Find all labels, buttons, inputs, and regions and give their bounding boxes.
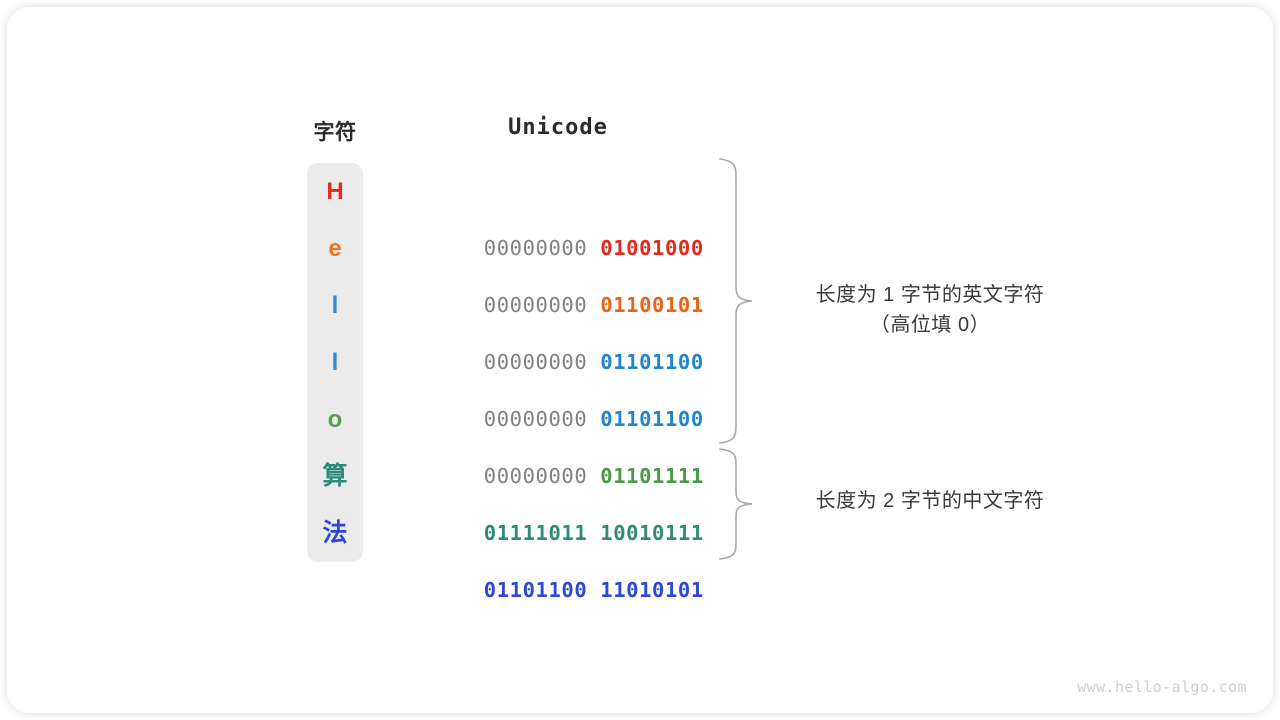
binary-row: 00000000 01001000 bbox=[432, 163, 703, 260]
column-header-unicode: Unicode bbox=[508, 115, 608, 140]
binary-high-byte: 00000000 bbox=[483, 464, 588, 488]
binary-low-byte: 01101100 bbox=[600, 407, 704, 431]
binary-high-byte: 00000000 bbox=[483, 350, 588, 374]
character-cell: o bbox=[327, 406, 343, 433]
binary-high-byte: 01111011 bbox=[483, 521, 588, 545]
binary-high-byte: 00000000 bbox=[483, 407, 588, 431]
character-cell: 法 bbox=[322, 519, 348, 547]
binary-low-byte: 11010101 bbox=[600, 578, 704, 602]
character-cell: l bbox=[331, 292, 339, 319]
annotation-ascii-line2: （高位填 0） bbox=[869, 314, 991, 336]
annotation-ascii: 长度为 1 字节的英文字符 （高位填 0） bbox=[760, 280, 1100, 340]
binary-row: 00000000 01100101 bbox=[432, 220, 703, 317]
binary-row: 00000000 01101111 bbox=[432, 391, 703, 488]
character-cell: 算 bbox=[322, 462, 348, 490]
binary-row: 00000000 01101100 bbox=[432, 334, 703, 431]
character-cell: e bbox=[328, 235, 342, 262]
binary-low-byte: 01101111 bbox=[600, 464, 704, 488]
binary-gap bbox=[587, 578, 600, 602]
binary-high-byte: 00000000 bbox=[483, 293, 588, 317]
binary-row: 01111011 10010111 bbox=[432, 448, 703, 545]
column-header-character: 字符 bbox=[313, 121, 357, 144]
annotation-ascii-line1: 长度为 1 字节的英文字符 bbox=[815, 284, 1045, 306]
binary-high-byte: 00000000 bbox=[483, 236, 588, 260]
character-column-background bbox=[307, 163, 363, 562]
binary-row: 01101100 11010101 bbox=[432, 505, 703, 602]
brace-cjk-group bbox=[719, 448, 753, 560]
annotation-cjk-line1: 长度为 2 字节的中文字符 bbox=[815, 490, 1045, 512]
binary-low-byte: 01100101 bbox=[600, 293, 704, 317]
watermark: www.hello-algo.com bbox=[1077, 678, 1247, 696]
binary-low-byte: 01001000 bbox=[600, 236, 704, 260]
brace-ascii-group bbox=[719, 158, 753, 444]
figure-card bbox=[7, 7, 1273, 713]
binary-high-byte: 01101100 bbox=[483, 578, 588, 602]
binary-row: 00000000 01101100 bbox=[432, 277, 703, 374]
character-cell: H bbox=[326, 178, 344, 205]
annotation-cjk: 长度为 2 字节的中文字符 bbox=[760, 486, 1100, 516]
binary-low-byte: 01101100 bbox=[600, 350, 704, 374]
binary-low-byte: 10010111 bbox=[600, 521, 704, 545]
character-cell: l bbox=[331, 349, 339, 376]
